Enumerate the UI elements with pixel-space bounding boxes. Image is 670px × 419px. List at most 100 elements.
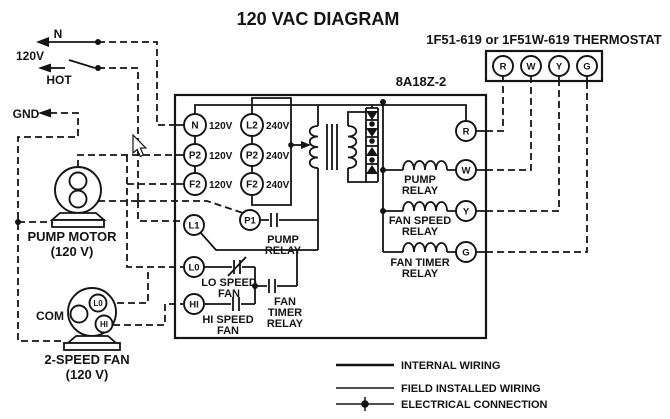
ground-text: GND (13, 107, 40, 121)
hi-speed-fan-label: HI SPEED (202, 314, 253, 326)
terminal-g: G (462, 248, 469, 259)
fan-com-terminal (69, 304, 89, 324)
thermostat-r-wire (486, 81, 504, 132)
thermostat-y-wire (486, 81, 560, 212)
pump-relay-contact-label: RELAY (265, 245, 302, 257)
terminal-r: R (463, 127, 470, 138)
terminal-f2-240: F2 (246, 180, 258, 191)
fan-timer-relay-coil-label: RELAY (402, 268, 439, 280)
internal-wiring (175, 97, 486, 311)
hi-speed-fan-label: FAN (217, 325, 239, 337)
fan-name: 2-SPEED FAN (44, 352, 129, 367)
hot-text: HOT (46, 73, 72, 87)
fan-timer-contact-label: RELAY (267, 318, 304, 330)
fan-timer-contact-label: FAN (274, 296, 296, 308)
neutral-field-wire (98, 41, 175, 126)
pump-lead-1 (77, 154, 175, 167)
fan-lo-terminal-label: L0 (93, 299, 103, 308)
control-box-model-label: 8A18Z-2 (396, 74, 447, 89)
relay-terminal-stubs (476, 130, 486, 253)
thermostat-terminal-y: Y (556, 62, 563, 73)
thermostat-w-wire (486, 81, 532, 171)
fan-timer-relay-coil (383, 242, 456, 253)
fan-speed-relay-coil-label: RELAY (402, 226, 439, 238)
hot-field-wire (98, 67, 139, 201)
terminal-l2-voltage: 240V (266, 121, 290, 132)
control-box-terminals: N 120V P2 120V F2 120V L2 240V P2 240V F… (183, 113, 477, 315)
pump-motor-base (49, 212, 107, 221)
connection-dot (15, 219, 21, 225)
page-title: 120 VAC DIAGRAM (237, 9, 400, 29)
diode-stack (365, 105, 379, 183)
pump-relay-coil (383, 160, 456, 171)
legend: INTERNAL WIRING FIELD INSTALLED WIRING E… (336, 360, 548, 411)
power-source: N 120V HOT GND (13, 27, 101, 121)
two-speed-fan: L0 HI COM 2-SPEED FAN (120 V) (36, 287, 130, 382)
terminal-p2-120-voltage: 120V (209, 151, 233, 162)
terminal-f2-120-voltage: 120V (209, 180, 233, 191)
terminal-p1: P1 (244, 216, 256, 227)
fan-hi-terminal (94, 314, 114, 334)
l1-field-wire (137, 201, 184, 222)
thermostat-g-wire (486, 81, 588, 253)
switch-blade (68, 59, 96, 69)
thermostat-stubs (502, 76, 588, 81)
fan-timer-relay-coil-label: FAN TIMER (390, 257, 449, 269)
legend-connection-label: ELECTRICAL CONNECTION (401, 399, 548, 411)
terminal-n-voltage: 120V (209, 121, 233, 132)
neutral-arrow-icon (36, 37, 49, 47)
fan-timer-relay-contact (255, 250, 298, 293)
pump-relay-contact (260, 213, 318, 227)
lo-speed-fan-label: LO SPEED (201, 277, 257, 289)
connection-dot (361, 400, 369, 408)
terminal-f2-120: F2 (189, 180, 201, 191)
terminal-p2-120: P2 (189, 151, 202, 162)
fan-timer-contact-label: TIMER (268, 307, 302, 319)
terminal-l0: L0 (188, 263, 199, 274)
component-labels: PUMP RELAY LO SPEED FAN HI SPEED FAN FAN… (201, 174, 451, 337)
field-wiring (15, 41, 588, 342)
thermostat-terminal-r: R (500, 62, 507, 73)
l1-rail (199, 231, 318, 251)
fan-speed-relay-coil (383, 201, 456, 212)
pump-motor-terminal (68, 189, 88, 209)
terminal-hi: HI (189, 300, 199, 311)
terminal-w: W (462, 166, 471, 177)
thermostat-outline (484, 49, 604, 83)
secondary-leads (347, 111, 366, 183)
fan-base-plate (63, 342, 121, 351)
f2-l0-field-wire (126, 155, 183, 268)
terminal-links (194, 136, 253, 173)
fan-base (65, 335, 119, 344)
terminal-f2-240-voltage: 240V (266, 180, 290, 191)
fan-rating: (120 V) (66, 367, 109, 382)
ground-arrow-icon (38, 108, 51, 118)
legend-field-label: FIELD INSTALLED WIRING (401, 383, 541, 395)
lo-speed-fan-label: FAN (218, 288, 240, 300)
pump-motor-rating: (120 V) (51, 244, 94, 259)
mouse-cursor (132, 133, 148, 158)
terminal-stubs (175, 124, 184, 185)
terminal-p2-240: P2 (246, 151, 259, 162)
pump-motor: PUMP MOTOR (120 V) (27, 166, 117, 259)
thermostat-label: 1F51-619 or 1F51W-619 THERMOSTAT (426, 32, 662, 47)
hot-arrow-icon (38, 63, 51, 73)
pump-motor-terminal (68, 171, 88, 191)
selector-loop (251, 97, 292, 206)
legend-internal-label: INTERNAL WIRING (401, 360, 500, 372)
fan-hi-terminal-label: HI (100, 320, 108, 329)
pump-relay-coil-label: RELAY (402, 185, 439, 197)
transformer-core (326, 124, 338, 170)
pump-relay-contact-label: PUMP (267, 234, 299, 246)
fan-lo-terminal (88, 293, 108, 313)
n-rail (194, 104, 467, 121)
terminal-y: Y (463, 207, 470, 218)
thermostat-terminal-w: W (527, 62, 536, 73)
connection-dot (288, 142, 294, 148)
transformer-secondary-coil (347, 125, 358, 169)
control-box-outline (173, 93, 488, 340)
transformer-primary-coil (308, 125, 319, 169)
pump-motor-base-plate (51, 219, 105, 228)
voltage-text: 120V (16, 49, 44, 63)
